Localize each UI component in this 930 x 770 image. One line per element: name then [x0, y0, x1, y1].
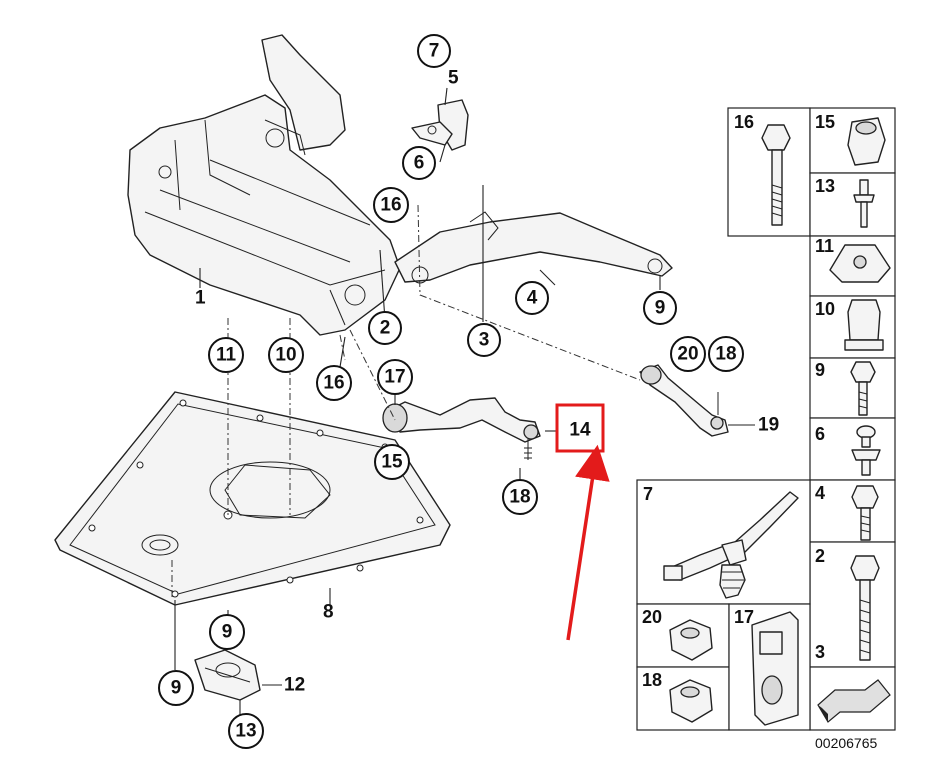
callout-15: 15 — [374, 444, 410, 480]
callout-7-top: 7 — [417, 34, 451, 68]
svg-text:7: 7 — [429, 41, 440, 62]
rivet-icon — [853, 179, 875, 228]
panel-label-3: 3 — [815, 642, 825, 662]
svg-text:16: 16 — [380, 195, 401, 216]
panel-label-15: 15 — [815, 112, 835, 132]
bracket-parts — [411, 99, 469, 151]
retaining-clip-17-icon — [751, 611, 799, 726]
callout-19: 19 — [758, 415, 779, 436]
callout-8: 8 — [323, 602, 334, 623]
svg-text:18: 18 — [509, 487, 530, 508]
callout-12: 12 — [284, 675, 305, 696]
callout-13: 13 — [228, 713, 264, 749]
underbody-panel — [54, 391, 451, 606]
red-arrow-icon — [566, 444, 610, 641]
callout-18-a: 18 — [708, 336, 744, 372]
cable-harness-icon — [663, 491, 799, 599]
panel-label-17: 17 — [734, 607, 754, 627]
svg-text:20: 20 — [677, 344, 698, 365]
callout-9-right: 9 — [643, 291, 677, 325]
highlighted-callout-14: 14 — [555, 403, 605, 453]
axle-carrier — [127, 34, 401, 336]
svg-text:16: 16 — [323, 373, 344, 394]
svg-text:15: 15 — [381, 452, 403, 473]
callout-6: 6 — [402, 146, 436, 180]
callout-17: 17 — [377, 359, 413, 395]
callout-9-bottom-b: 9 — [158, 670, 194, 706]
svg-text:2: 2 — [380, 318, 391, 339]
callout-18-b: 18 — [502, 479, 538, 515]
panel-label-4: 4 — [815, 483, 825, 503]
panel-label-16: 16 — [734, 112, 754, 132]
document-number: 00206765 — [815, 735, 878, 751]
svg-text:14: 14 — [569, 420, 591, 441]
hex-bolt-long-icon — [761, 124, 791, 226]
svg-text:9: 9 — [171, 678, 182, 699]
panel-label-13: 13 — [815, 176, 835, 196]
parts-panel: 16 15 13 11 10 9 6 4 2 3 7 20 17 18 — [636, 107, 896, 731]
panel-label-18: 18 — [642, 670, 662, 690]
clip-nut-icon — [829, 244, 891, 283]
nut-sleeve-icon — [844, 299, 884, 351]
flange-nut-20-icon — [669, 619, 713, 661]
callout-2: 2 — [368, 311, 402, 345]
panel-label-11: 11 — [815, 236, 834, 256]
svg-text:3: 3 — [479, 330, 490, 351]
callout-16-b: 16 — [316, 365, 352, 401]
direction-arrow-icon — [817, 679, 891, 723]
control-arm — [382, 397, 541, 460]
hex-bolt-4-icon — [851, 485, 879, 541]
callout-4: 4 — [515, 281, 549, 315]
hex-bolt-2-icon — [850, 555, 880, 661]
panel-label-2: 2 — [815, 546, 825, 566]
hex-bolt-9-icon — [850, 361, 876, 416]
callout-20: 20 — [670, 336, 706, 372]
panel-label-20: 20 — [642, 607, 662, 627]
tension-strut — [639, 364, 729, 437]
callout-10: 10 — [268, 337, 304, 373]
screw-6-icon — [851, 425, 881, 476]
svg-text:9: 9 — [655, 298, 666, 319]
flange-nut-18-icon — [669, 679, 713, 723]
reinforcement-plate — [394, 211, 673, 284]
callout-5: 5 — [448, 68, 459, 89]
callout-9-bottom-a: 9 — [209, 614, 245, 650]
callout-3: 3 — [467, 323, 501, 357]
svg-text:17: 17 — [384, 367, 405, 388]
panel-label-9: 9 — [815, 360, 825, 380]
panel-label-10: 10 — [815, 299, 835, 319]
callout-16-a: 16 — [373, 187, 409, 223]
svg-text:11: 11 — [216, 345, 237, 366]
rubber-mount — [194, 649, 261, 701]
svg-text:4: 4 — [527, 288, 538, 309]
rubber-bushing-icon — [847, 117, 886, 166]
callout-11: 11 — [208, 337, 244, 373]
panel-label-7: 7 — [643, 484, 653, 504]
panel-label-6: 6 — [815, 424, 825, 444]
svg-text:18: 18 — [715, 344, 736, 365]
svg-text:10: 10 — [275, 345, 296, 366]
svg-text:6: 6 — [414, 153, 425, 174]
svg-text:9: 9 — [222, 622, 233, 643]
svg-text:13: 13 — [235, 721, 256, 742]
callout-1: 1 — [195, 288, 206, 309]
